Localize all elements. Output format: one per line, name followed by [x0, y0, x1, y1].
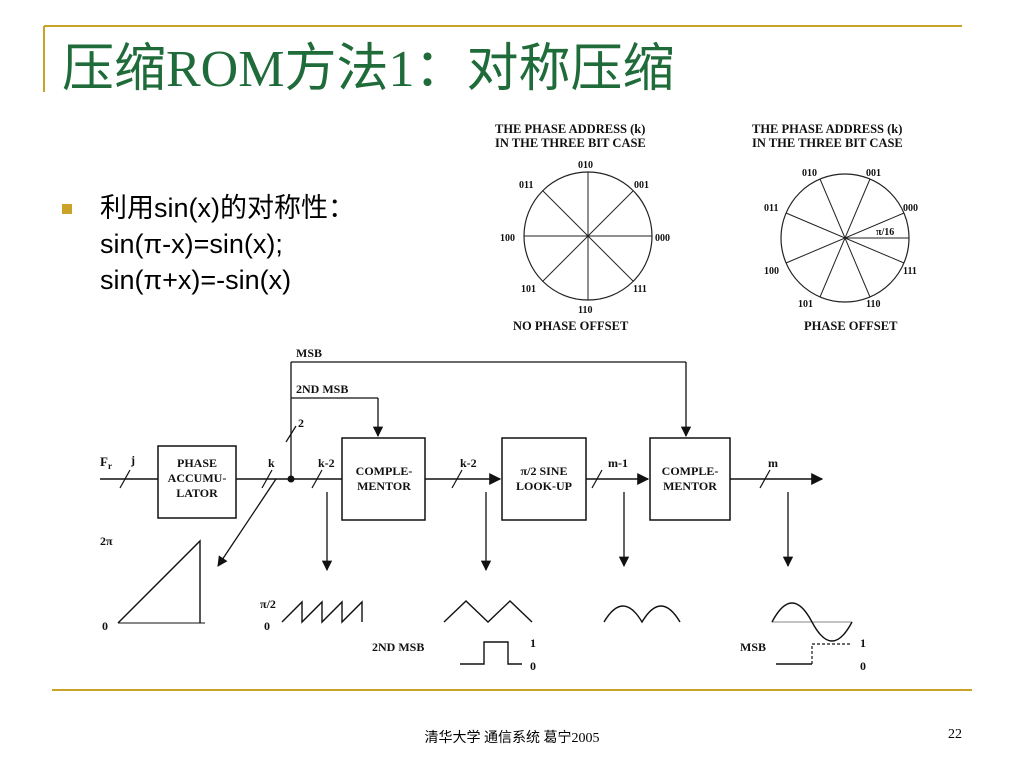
svg-text:LATOR: LATOR [176, 486, 218, 500]
wheel-left-label-100: 100 [500, 233, 515, 244]
wheel-left-title-2: IN THE THREE BIT CASE [495, 136, 646, 150]
bullet-line-2: sin(π-x)=sin(x); [100, 229, 283, 259]
complementor-1-block: COMPLE- MENTOR [341, 437, 426, 521]
svg-text:0: 0 [264, 619, 270, 633]
triangle-waveform [443, 600, 533, 623]
width-k2b-label: k-2 [460, 456, 477, 470]
wheel-left-label-101: 101 [521, 284, 536, 295]
waveform-arrows [217, 478, 794, 572]
svg-text:π/2: π/2 [260, 597, 276, 611]
complementor-2-block: COMPLE- MENTOR [649, 437, 731, 521]
wheel-left-label-000: 000 [655, 233, 670, 244]
second-msb-zero: 0 [530, 659, 536, 673]
wheel-left-label-001: 001 [634, 180, 649, 191]
svg-text:0: 0 [102, 619, 108, 633]
wheel-left-caption: NO PHASE OFFSET [513, 319, 629, 333]
wheel-right-label-101: 101 [798, 299, 813, 310]
width-ticks [119, 425, 771, 489]
slide-title: 压缩ROM方法1：对称压缩 [62, 41, 675, 98]
wheel-left-label-011: 011 [519, 180, 533, 191]
width-j-label: j [130, 453, 135, 467]
second-msb-square-waveform: 2ND MSB 1 0 [372, 636, 536, 673]
second-msb-label: 2ND MSB [296, 382, 348, 396]
input-label: Fr [100, 454, 112, 471]
svg-text:MENTOR: MENTOR [663, 479, 717, 493]
wheel-right-spokes [785, 178, 909, 298]
msb-routing [290, 361, 692, 479]
wheel-right-label-001: 001 [866, 168, 881, 179]
wheel-right-label-010: 010 [802, 168, 817, 179]
bullet-block: 利用sin(x)的对称性： sin(π-x)=sin(x); sin(π+x)=… [62, 190, 355, 298]
wheel-left-label-110: 110 [578, 305, 592, 316]
wheel-left-spokes [524, 172, 652, 300]
wheel-right-label-100: 100 [764, 266, 779, 277]
wheel-left-title-1: THE PHASE ADDRESS (k) [495, 122, 645, 136]
msb-square-waveform: MSB 1 0 [740, 636, 866, 673]
svg-text:2ND MSB: 2ND MSB [372, 640, 424, 654]
svg-text:2π: 2π [100, 534, 113, 548]
phase-wheel-right: THE PHASE ADDRESS (k) IN THE THREE BIT C… [752, 122, 918, 333]
page-number: 22 [948, 727, 962, 742]
phase-accumulator-block: PHASE ACCUMU- LATOR [157, 445, 237, 519]
wheel-right-label-110: 110 [866, 299, 880, 310]
width-2-label: 2 [298, 416, 304, 430]
svg-text:LOOK-UP: LOOK-UP [516, 479, 572, 493]
svg-text:ACCUMU-: ACCUMU- [168, 471, 227, 485]
width-k-label: k [268, 456, 275, 470]
msb-one: 1 [860, 636, 866, 650]
phase-wheel-left: THE PHASE ADDRESS (k) IN THE THREE BIT C… [495, 122, 670, 333]
wheel-right-label-000: 000 [903, 203, 918, 214]
width-k2-label: k-2 [318, 456, 335, 470]
slide-footer: 清华大学 通信系统 葛宁2005 [424, 731, 600, 746]
wheel-right-offset-label: π/16 [876, 227, 894, 238]
wheel-right-caption: PHASE OFFSET [804, 319, 898, 333]
bullet-line-1: 利用sin(x)的对称性： [100, 193, 355, 223]
svg-text:MENTOR: MENTOR [357, 479, 411, 493]
wheel-right-title-2: IN THE THREE BIT CASE [752, 136, 903, 150]
svg-text:COMPLE-: COMPLE- [662, 464, 719, 478]
wheel-left-label-111: 111 [633, 284, 647, 295]
width-m-label: m [768, 456, 778, 470]
sawtooth-waveform: π/2 0 [260, 597, 363, 633]
wheel-right-title-1: THE PHASE ADDRESS (k) [752, 122, 902, 136]
sine-lookup-block: π/2 SINE LOOK-UP [501, 437, 587, 521]
sine-waveform [771, 602, 853, 642]
svg-text:π/2 SINE: π/2 SINE [521, 464, 568, 478]
wheel-right-label-111: 111 [903, 266, 917, 277]
ramp-waveform: 2π 0 [100, 534, 205, 633]
wheel-left-label-010: 010 [578, 160, 593, 171]
bullet-line-3: sin(π+x)=-sin(x) [100, 265, 292, 295]
svg-text:PHASE: PHASE [177, 456, 217, 470]
msb-label: MSB [296, 346, 322, 360]
second-msb-one: 1 [530, 636, 536, 650]
svg-text:MSB: MSB [740, 640, 766, 654]
svg-text:COMPLE-: COMPLE- [356, 464, 413, 478]
half-sine-waveform [603, 605, 681, 624]
width-m1-label: m-1 [608, 456, 628, 470]
wheel-right-label-011: 011 [764, 203, 778, 214]
msb-zero: 0 [860, 659, 866, 673]
bullet-square-icon [62, 204, 72, 214]
